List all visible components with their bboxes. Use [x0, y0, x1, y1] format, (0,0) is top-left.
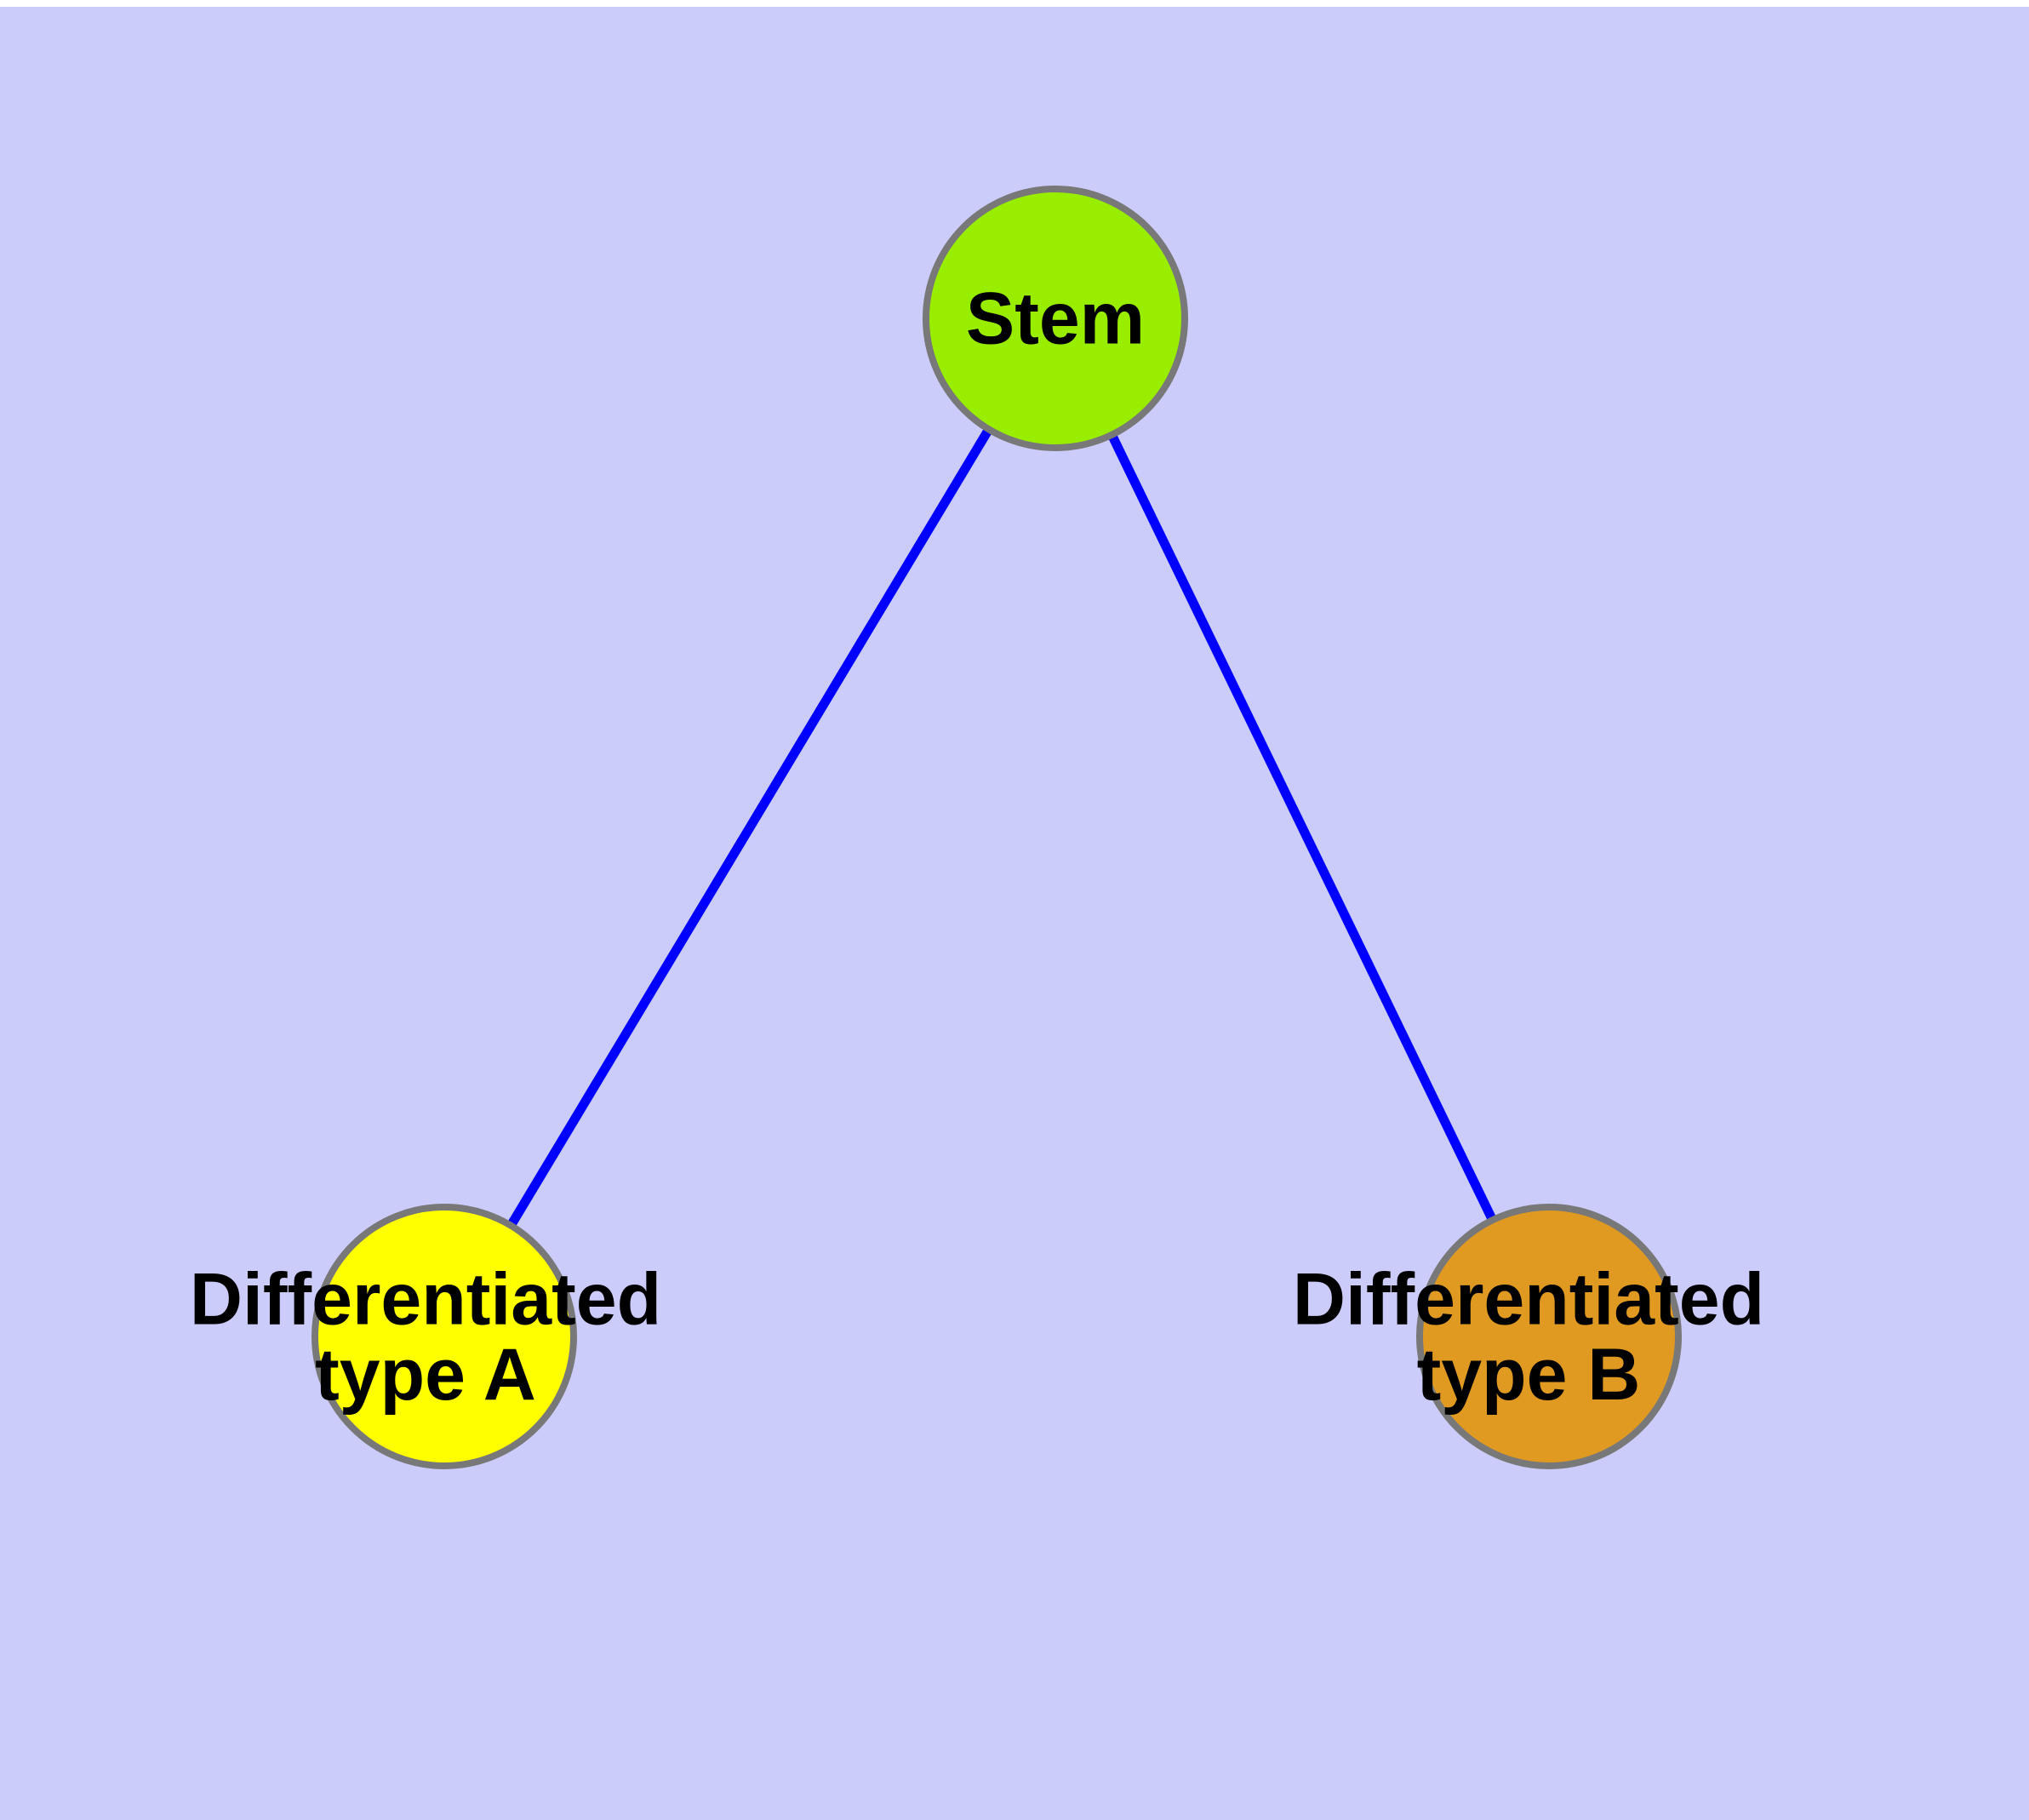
node-label-line: Differentiated [1293, 1258, 1764, 1340]
edge-stem-to-diff-b[interactable] [1051, 316, 1553, 1339]
node-label-line: type A [315, 1334, 536, 1416]
node-differentiated-type-b[interactable] [1416, 1204, 1682, 1469]
node-label-line: Stem [966, 278, 1145, 360]
node-stem[interactable] [923, 186, 1188, 451]
node-differentiated-type-a[interactable] [311, 1204, 577, 1469]
edges-layer [440, 316, 1553, 1339]
edge-stem-to-diff-a[interactable] [440, 316, 1060, 1339]
nodes-layer [311, 186, 1682, 1469]
node-label-line: Differentiated [190, 1258, 661, 1340]
node-label-line: type B [1417, 1334, 1641, 1416]
node-label-stem: Stem [966, 278, 1145, 360]
